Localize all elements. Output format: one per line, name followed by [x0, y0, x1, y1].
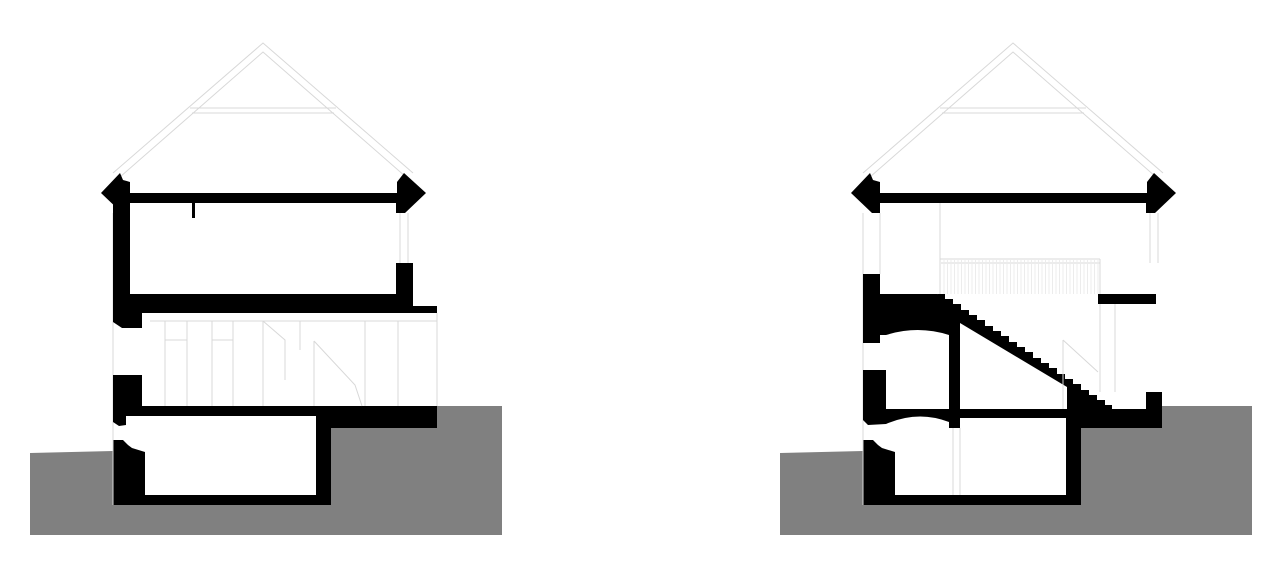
interior-linework: [862, 203, 1116, 495]
ground: [30, 406, 502, 535]
railing: [939, 258, 1101, 294]
ground: [780, 406, 1252, 535]
existing-section: [30, 42, 502, 535]
walls-and-slabs: [113, 203, 437, 428]
walls-and-slabs: [863, 274, 1162, 428]
proposed-section: [780, 42, 1252, 535]
interior-linework: [150, 313, 438, 407]
staircase: [937, 294, 1112, 409]
